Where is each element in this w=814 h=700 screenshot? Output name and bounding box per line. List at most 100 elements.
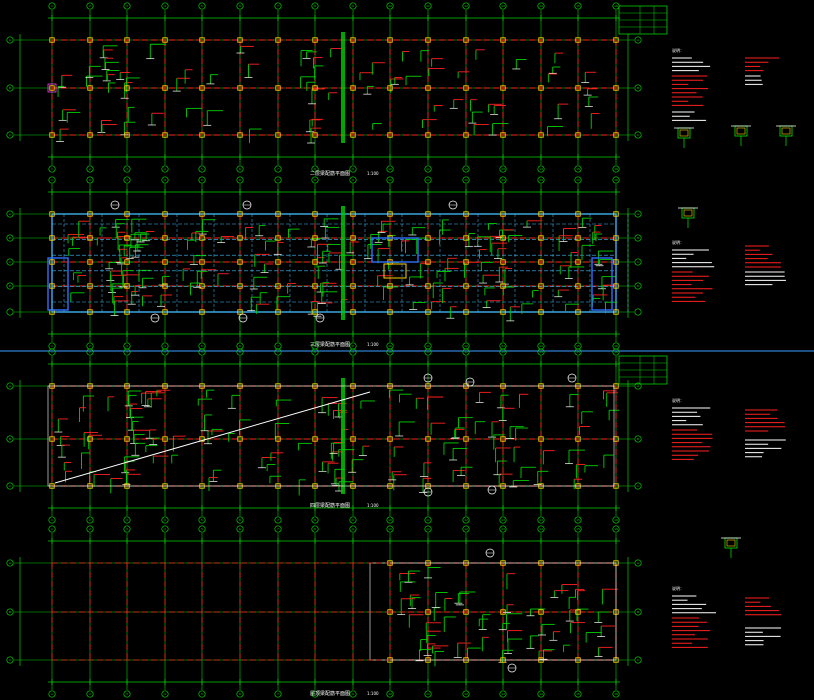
row-label-left: A: [9, 38, 12, 42]
grid-bubble-right: [634, 559, 642, 567]
column: [613, 132, 619, 138]
row-label-left: A: [9, 384, 12, 388]
grid-bubble-bottom: [537, 165, 545, 173]
column: [425, 259, 431, 265]
column: [49, 235, 55, 241]
column: [463, 259, 469, 265]
grid-bubble-top: [48, 348, 56, 356]
row-label-right: A: [637, 212, 640, 216]
column: [87, 283, 93, 289]
grid-bubble-left: [6, 482, 14, 490]
column: [275, 259, 281, 265]
grid-bubble-top: [274, 176, 282, 184]
grid-label-top: 7: [277, 527, 279, 531]
grid-bubble-top: [349, 2, 357, 10]
grid-label-top: 3: [126, 178, 128, 182]
column: [538, 37, 544, 43]
grid-bubble-bottom: [86, 690, 94, 698]
grid-bubble-bottom: [198, 690, 206, 698]
column: [275, 211, 281, 217]
grid-label-bottom: 7: [277, 167, 279, 171]
column: [387, 85, 393, 91]
grid-label-top: 12: [464, 350, 468, 354]
grid-bubble-top: [236, 2, 244, 10]
column: [500, 37, 506, 43]
column: [49, 37, 55, 43]
column: [162, 211, 168, 217]
column: [312, 132, 318, 138]
grid-label-top: 14: [539, 4, 543, 8]
grid-bubble-right: [634, 608, 642, 616]
row-label-left: A: [9, 561, 12, 565]
grid-bubble-bottom: [612, 516, 620, 524]
grid-bubble-top: [86, 525, 94, 533]
column: [500, 436, 506, 442]
grid-label-bottom: 8: [314, 167, 316, 171]
grid-label-top: 10: [388, 178, 392, 182]
grid-label-top: 1: [51, 4, 53, 8]
column: [500, 259, 506, 265]
plan-2: 1122334455667788991010111112121313141415…: [6, 176, 642, 350]
grid-label-bottom: 8: [314, 344, 316, 348]
row-label-left: B: [9, 610, 11, 614]
notes-area: [672, 57, 796, 648]
column: [575, 235, 581, 241]
grid-bubble-bottom: [499, 342, 507, 350]
column: [275, 37, 281, 43]
grid-label-bottom: 2: [89, 692, 91, 696]
column: [124, 259, 130, 265]
grid-label-bottom: 7: [277, 518, 279, 522]
column: [425, 436, 431, 442]
row-label-right: D: [637, 284, 640, 288]
grid-bubble-top: [198, 348, 206, 356]
grid-bubble-top: [462, 176, 470, 184]
column: [199, 436, 205, 442]
column: [500, 609, 506, 615]
column: [87, 211, 93, 217]
column: [538, 309, 544, 315]
column: [275, 132, 281, 138]
grid-label-top: 2: [89, 527, 91, 531]
column: [237, 37, 243, 43]
plan-4-scale: 1:100: [367, 691, 379, 696]
grid-bubble-bottom: [424, 516, 432, 524]
grid-bubble-bottom: [311, 690, 319, 698]
grid-bubble-bottom: [462, 342, 470, 350]
column: [350, 309, 356, 315]
column: [237, 436, 243, 442]
grid-bubble-top: [499, 348, 507, 356]
grid-label-top: 12: [464, 527, 468, 531]
column: [425, 85, 431, 91]
grid-bubble-bottom: [574, 342, 582, 350]
column: [162, 132, 168, 138]
grid-bubble-top: [161, 176, 169, 184]
column: [312, 259, 318, 265]
column: [312, 283, 318, 289]
grid-label-bottom: 1: [51, 692, 53, 696]
column: [613, 309, 619, 315]
grid-bubble-top: [612, 176, 620, 184]
grid-label-top: 16: [614, 4, 618, 8]
column: [575, 211, 581, 217]
column: [275, 436, 281, 442]
grid-bubble-top: [462, 348, 470, 356]
grid-bubble-left: [6, 282, 14, 290]
grid-bubble-bottom: [349, 516, 357, 524]
column: [387, 283, 393, 289]
column: [350, 37, 356, 43]
grid-bubble-top: [161, 348, 169, 356]
grid-label-bottom: 10: [388, 167, 392, 171]
grid-label-bottom: 2: [89, 518, 91, 522]
grid-bubble-top: [386, 2, 394, 10]
section-detail-rebar: [736, 127, 746, 135]
grid-bubble-bottom: [311, 516, 319, 524]
grid-bubble-left: [6, 84, 14, 92]
grid-bubble-top: [86, 348, 94, 356]
grid-bubble-bottom: [123, 690, 131, 698]
grid-bubble-bottom: [537, 516, 545, 524]
grid-bubble-left: [6, 656, 14, 664]
grid-bubble-bottom: [48, 342, 56, 350]
grid-label-bottom: 9: [352, 344, 354, 348]
grid-bubble-left: [6, 36, 14, 44]
grid-label-bottom: 9: [352, 692, 354, 696]
